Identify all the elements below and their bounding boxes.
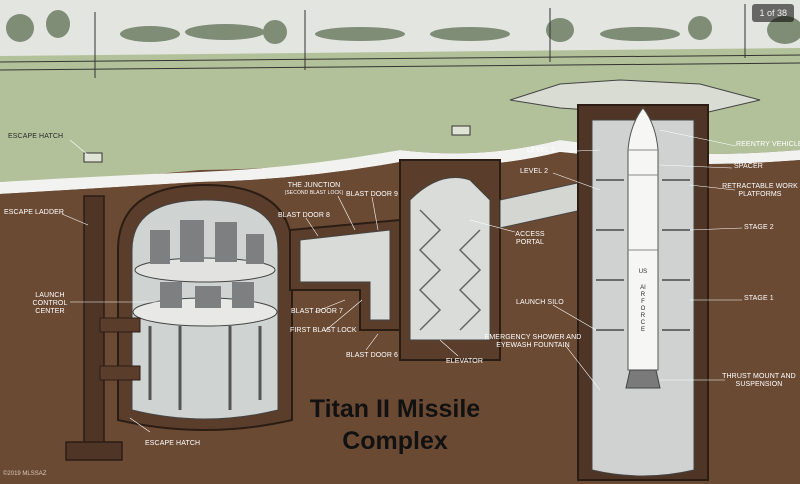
missile-marking-us: US	[638, 269, 648, 275]
escape-hatch-surface	[83, 152, 103, 163]
escape-ladder-base	[65, 441, 123, 461]
leader-lines	[61, 129, 743, 433]
lcc-suspension	[148, 326, 262, 410]
label-access-portal: ACCESS PORTAL	[515, 231, 545, 246]
gallery-counter[interactable]: 1 of 38	[752, 4, 794, 22]
copyright-notice: ©2019 MLSSAZ	[3, 471, 47, 477]
label-blast-door-7: BLAST DOOR 7	[291, 308, 344, 315]
label-second-blast-lock: (SECOND BLAST LOCK)	[284, 190, 344, 196]
label-blast-door-6: BLAST DOOR 6	[346, 352, 399, 359]
diagram-title: Titan II Missile Complex	[300, 393, 490, 457]
lcc-pipe-1	[99, 317, 141, 333]
lcc-equipment	[150, 220, 264, 308]
junction-interior	[299, 229, 391, 321]
label-stage-1: STAGE 1	[744, 295, 774, 302]
label-escape-hatch-top: ESCAPE HATCH	[8, 133, 64, 140]
thrust-mount	[625, 369, 661, 389]
label-launch-control-center: LAUNCH CONTROL CENTER	[32, 292, 68, 315]
perimeter-fence	[0, 4, 800, 78]
diagram-title-line-2: Complex	[342, 427, 448, 455]
label-level-1: LEVEL 1	[527, 147, 556, 154]
label-launch-silo: LAUNCH SILO	[516, 299, 564, 306]
label-elevator: ELEVATOR	[446, 358, 483, 365]
label-escape-ladder: ESCAPE LADDER	[4, 209, 65, 216]
missile-marking-air-force: AIR FORCE	[640, 285, 646, 333]
label-first-blast-lock: FIRST BLAST LOCK	[290, 327, 357, 334]
tree-line	[6, 10, 800, 44]
label-emergency-shower: EMERGENCY SHOWER AND EYEWASH FOUNTAIN	[484, 334, 582, 349]
label-retractable-work-platforms: RETRACTABLE WORK PLATFORMS	[722, 183, 798, 198]
label-spacer: SPACER	[734, 163, 763, 170]
label-stage-2: STAGE 2	[744, 224, 774, 231]
label-the-junction-text: THE JUNCTION	[287, 182, 341, 189]
diagram-title-line-1: Titan II Missile	[309, 395, 481, 423]
lcc-pipe-2	[99, 365, 141, 381]
label-thrust-mount: THRUST MOUNT AND SUSPENSION	[722, 373, 796, 388]
portal-stairs	[418, 209, 482, 331]
label-blast-door-8: BLAST DOOR 8	[278, 212, 331, 219]
access-portal-interior	[409, 177, 491, 341]
work-platforms	[596, 179, 690, 331]
label-level-2: LEVEL 2	[520, 168, 549, 175]
label-blast-door-9: BLAST DOOR 9	[346, 191, 399, 198]
label-the-junction: THE JUNCTION (SECOND BLAST LOCK)	[268, 182, 360, 196]
surface-hatch	[451, 125, 471, 136]
label-reentry-vehicle: REENTRY VEHICLE	[736, 141, 800, 148]
label-escape-hatch-bottom: ESCAPE HATCH	[145, 440, 201, 447]
